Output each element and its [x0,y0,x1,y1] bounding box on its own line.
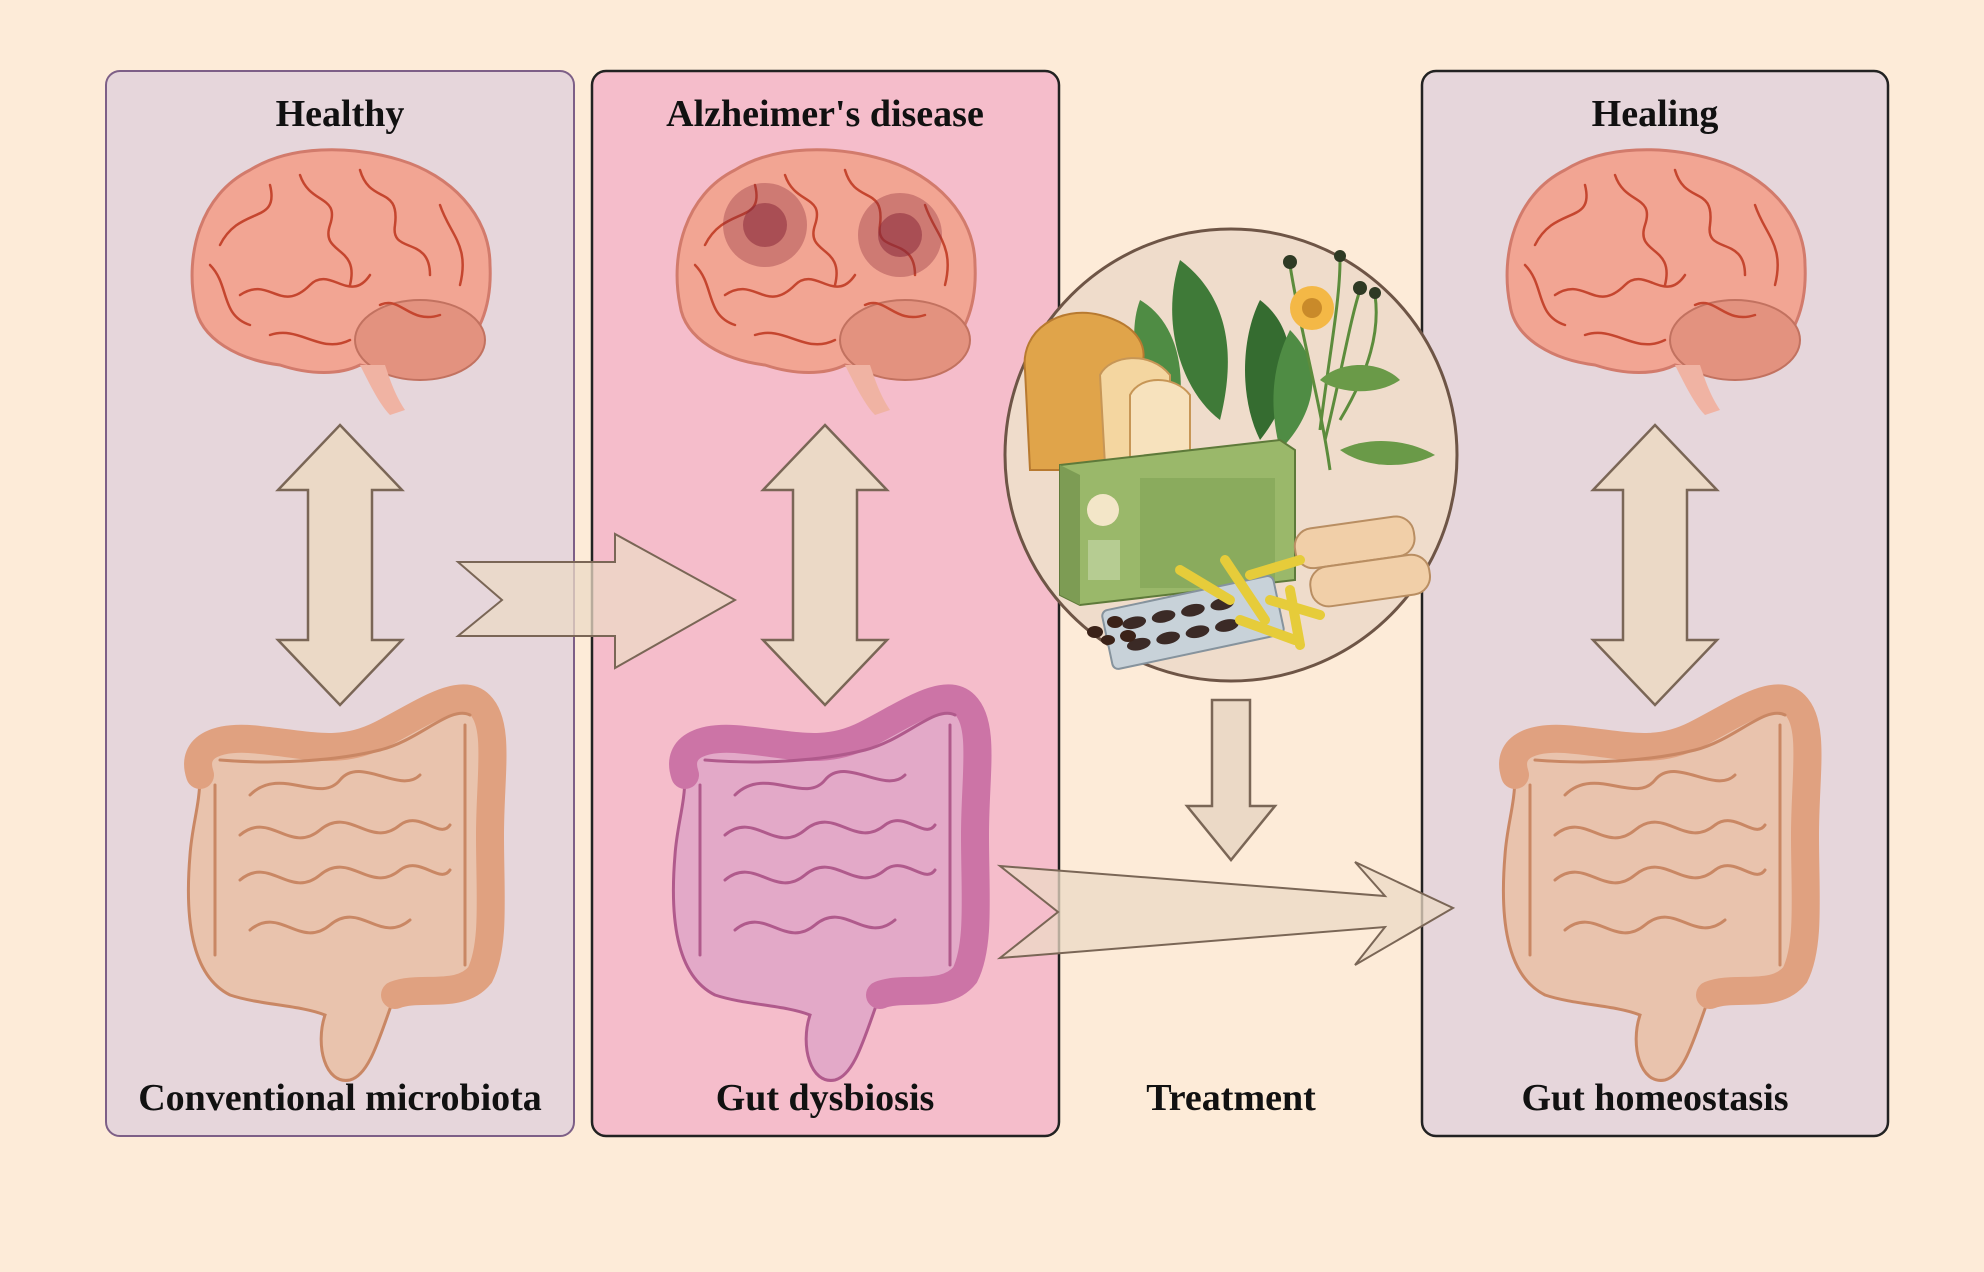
panel-title-healing: Healing [1591,93,1719,135]
brain-icon [1505,148,1807,415]
food-supplements-icon [1003,227,1459,683]
right-arrow-icon [455,532,738,670]
brain-icon [675,148,977,415]
brain-icon [190,148,492,415]
panel-title-alzheimers: Alzheimer's disease [666,93,984,135]
panel-footer-healthy: Conventional microbiota [138,1077,542,1119]
intestine-icon [1499,684,1822,1082]
panel-footer-treatment: Treatment [1146,1077,1316,1119]
panel-footer-healing: Gut homeostasis [1521,1077,1789,1119]
panel-footer-alzheimers: Gut dysbiosis [715,1077,935,1119]
intestine-icon [184,684,507,1082]
right-arrow-icon [996,861,1456,966]
intestine-icon [669,684,992,1082]
panel-title-healthy: Healthy [275,93,405,135]
down-arrow-icon [1184,698,1278,862]
